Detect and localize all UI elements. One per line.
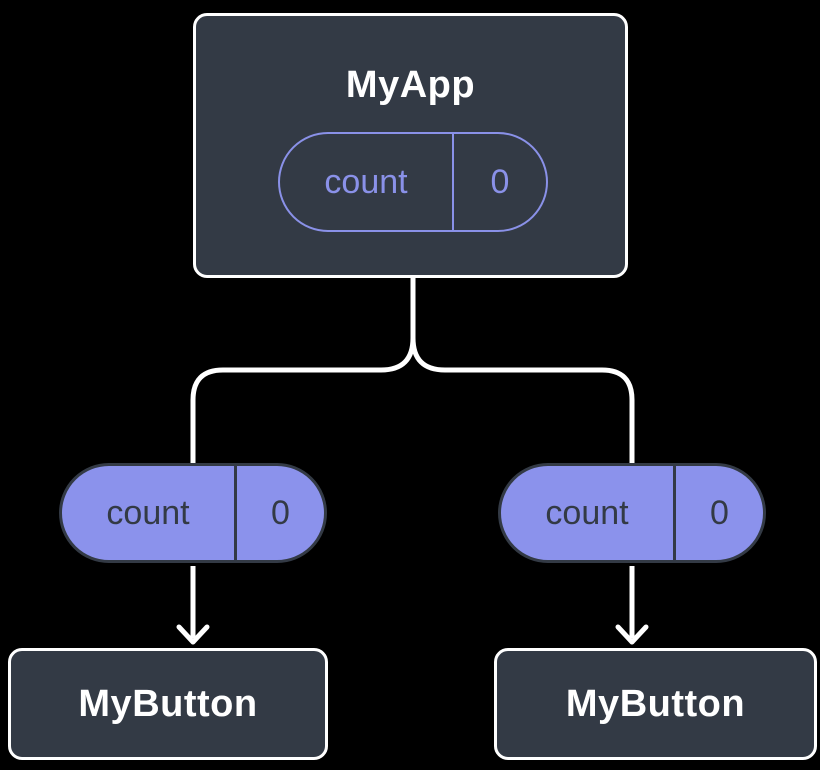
node-mybutton-right: MyButton — [494, 648, 817, 760]
node-myapp-title: MyApp — [345, 64, 476, 106]
prop-pill-left-divider — [234, 466, 237, 560]
edge-root-to-left-pill — [190, 276, 416, 463]
node-myapp: MyApp count 0 — [193, 13, 628, 278]
state-pill-name: count — [324, 162, 408, 201]
prop-pill-left-name: count — [106, 493, 190, 532]
prop-pill-right-value: 0 — [710, 493, 729, 532]
arrow-left-head — [176, 624, 210, 645]
node-mybutton-right-title: MyButton — [565, 683, 746, 725]
node-mybutton-left-title: MyButton — [78, 683, 258, 725]
arrow-right-head — [615, 624, 649, 645]
prop-pill-right-name: count — [545, 493, 629, 532]
prop-pill-right: count 0 — [498, 463, 766, 563]
state-pill-value: 0 — [490, 162, 510, 201]
prop-pill-right-divider — [673, 466, 676, 560]
node-mybutton-left: MyButton — [8, 648, 328, 760]
edge-root-to-right-pill — [410, 276, 635, 463]
state-pill: count 0 — [278, 132, 548, 232]
prop-pill-left-value: 0 — [271, 493, 290, 532]
prop-pill-left: count 0 — [59, 463, 327, 563]
state-pill-divider — [452, 134, 454, 230]
